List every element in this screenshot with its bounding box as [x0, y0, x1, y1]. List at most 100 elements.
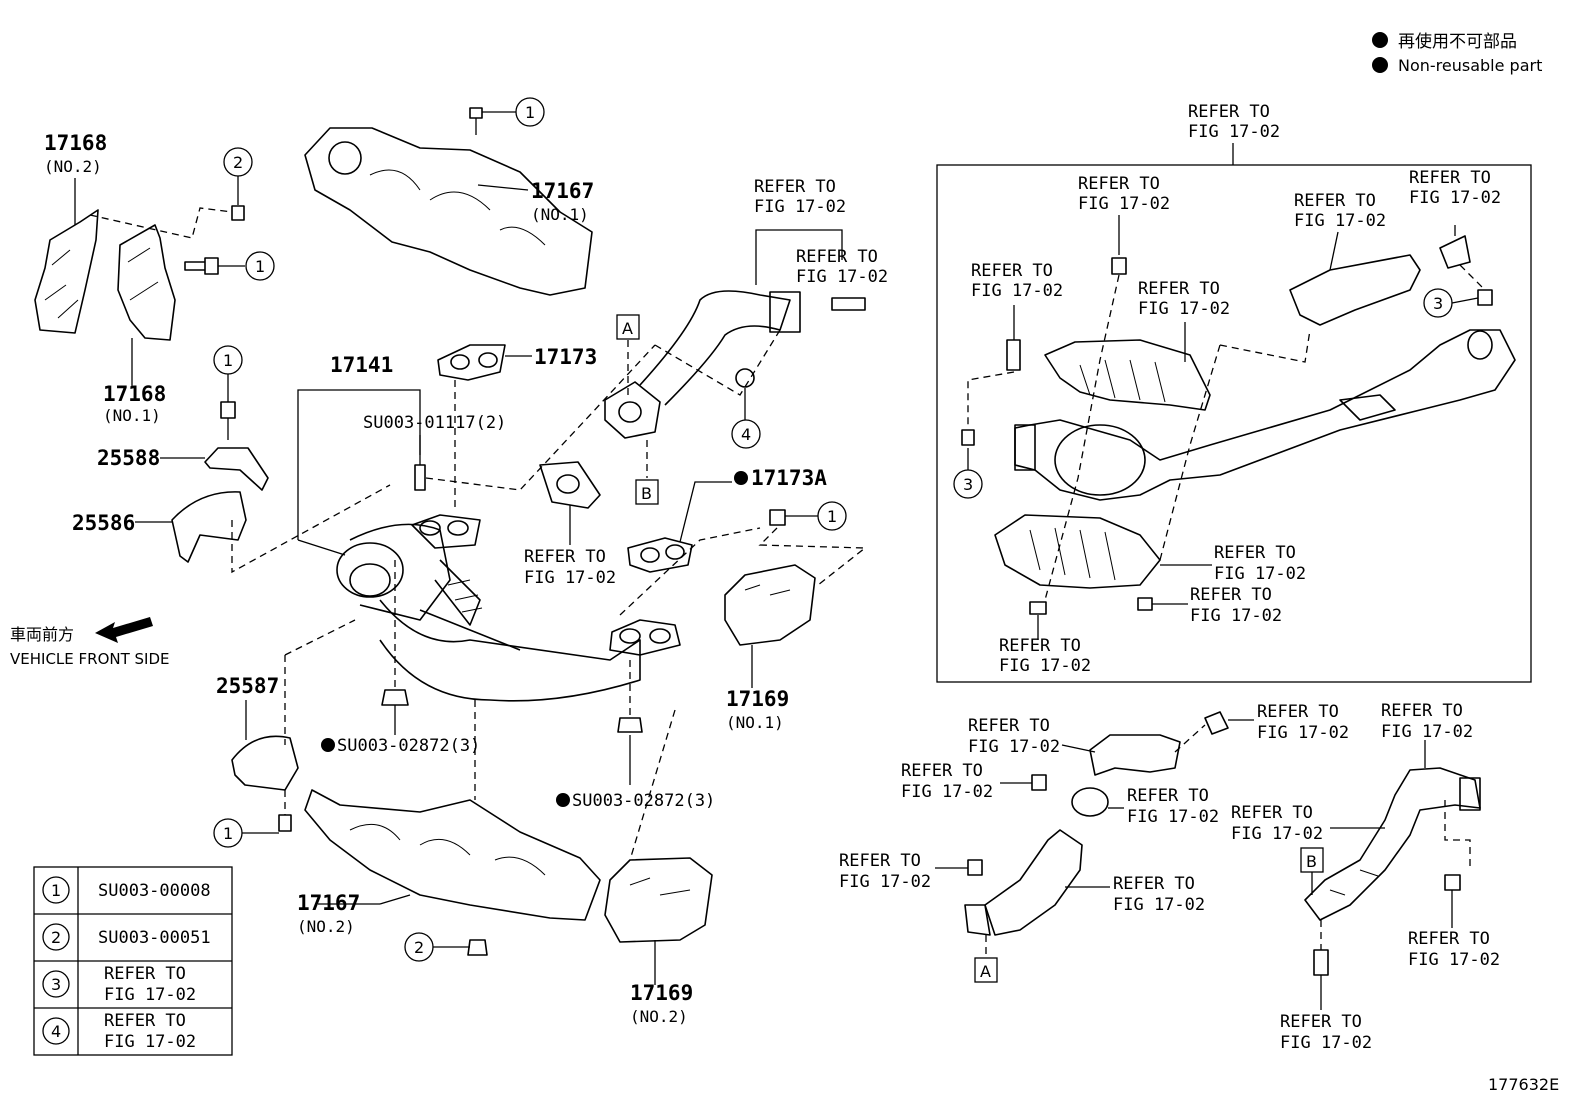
su003-01117-label: SU003-01117(2): [363, 413, 506, 433]
svg-text:FIG 17-02: FIG 17-02: [999, 656, 1091, 676]
svg-text:FIG 17-02: FIG 17-02: [1190, 606, 1282, 626]
svg-text:FIG 17-02: FIG 17-02: [968, 737, 1060, 757]
table-row: 3 REFER TO FIG 17-02: [42, 964, 196, 1005]
svg-text:A: A: [622, 319, 633, 338]
center-gasket: REFER TO FIG 17-02: [524, 461, 616, 588]
svg-text:REFER TO: REFER TO: [839, 851, 921, 871]
svg-text:REFER TO: REFER TO: [1257, 702, 1339, 722]
svg-text:REFER TO: REFER TO: [1190, 585, 1272, 605]
svg-text:FIG 17-02: FIG 17-02: [104, 1032, 196, 1052]
svg-text:1: 1: [223, 824, 233, 843]
box-a: [616, 314, 640, 340]
front-pipe-assembly-box: REFER TO FIG 17-02 3: [936, 102, 1532, 683]
svg-text:FIG 17-02: FIG 17-02: [1188, 122, 1280, 142]
su003-02872-label: SU003-02872(3): [572, 791, 715, 811]
svg-text:REFER TO: REFER TO: [754, 177, 836, 197]
svg-text:REFER TO: REFER TO: [104, 1011, 186, 1031]
part-17169-no1: 1 17169 (NO.1): [724, 501, 867, 732]
svg-text:FIG 17-02: FIG 17-02: [1113, 895, 1205, 915]
part-17167-no2: 17167 (NO.2) 2: [297, 789, 601, 962]
svg-text:1: 1: [223, 351, 233, 370]
svg-text:FIG 17-02: FIG 17-02: [1294, 211, 1386, 231]
part-17167-no1: 1 17167 (NO.1): [304, 97, 594, 296]
svg-text:3: 3: [51, 975, 61, 994]
non-reusable-dot-icon: [734, 471, 748, 485]
svg-text:REFER TO: REFER TO: [901, 761, 983, 781]
part-number: 17168: [44, 131, 107, 155]
vehicle-front-en: VEHICLE FRONT SIDE: [10, 650, 170, 668]
svg-text:SU003-00008: SU003-00008: [98, 881, 211, 901]
svg-text:FIG 17-02: FIG 17-02: [1127, 807, 1219, 827]
svg-text:REFER TO: REFER TO: [1138, 279, 1220, 299]
non-reusable-dot-icon: [321, 738, 335, 752]
svg-text:REFER TO: REFER TO: [1214, 543, 1296, 563]
svg-text:REFER TO: REFER TO: [968, 716, 1050, 736]
vehicle-front-jp: 車両前方: [10, 625, 74, 644]
svg-text:REFER TO: REFER TO: [524, 547, 606, 567]
svg-text:REFER TO: REFER TO: [1294, 191, 1376, 211]
svg-text:REFER TO: REFER TO: [796, 247, 878, 267]
non-reusable-dot-icon: [1372, 57, 1388, 73]
svg-text:REFER TO: REFER TO: [1188, 102, 1270, 122]
svg-text:FIG 17-02: FIG 17-02: [901, 782, 993, 802]
legend-en: Non-reusable part: [1398, 56, 1542, 75]
svg-text:3: 3: [963, 475, 973, 494]
svg-text:1: 1: [255, 257, 265, 276]
svg-text:REFER TO: REFER TO: [999, 636, 1081, 656]
part-number: 17169: [726, 687, 789, 711]
svg-text:4: 4: [741, 425, 751, 444]
su003-02872-left: SU003-02872(3): [321, 560, 480, 800]
svg-text:REFER TO: REFER TO: [1381, 701, 1463, 721]
box-b: [635, 479, 659, 505]
part-sub: (NO.1): [726, 713, 784, 732]
svg-text:A: A: [980, 962, 991, 981]
part-number: 17167: [297, 891, 360, 915]
svg-text:B: B: [641, 484, 652, 503]
svg-text:FIG 17-02: FIG 17-02: [839, 872, 931, 892]
part-17173: 17173: [437, 344, 597, 510]
svg-text:2: 2: [233, 153, 243, 172]
svg-text:4: 4: [51, 1022, 61, 1041]
front-arrow-icon: [95, 617, 153, 643]
svg-text:2: 2: [51, 928, 61, 947]
front-pipe: A B REFER TO FIG 17-02 REFER TO FIG 17-0…: [604, 177, 888, 505]
part-17168-no2: 17168 (NO.2): [34, 131, 107, 334]
part-sub: (NO.2): [44, 157, 102, 176]
svg-text:REFER TO: REFER TO: [1078, 174, 1160, 194]
svg-text:FIG 17-02: FIG 17-02: [1231, 824, 1323, 844]
part-number: 17141: [330, 353, 393, 377]
svg-text:FIG 17-02: FIG 17-02: [1214, 564, 1306, 584]
part-17173a: 17173A: [619, 466, 827, 616]
non-reusable-dot-icon: [1372, 32, 1388, 48]
lower-right-parts: REFER TO FIG 17-02 REFER TO FIG 17-02 RE…: [839, 701, 1500, 1053]
part-number: 17173: [534, 345, 597, 369]
svg-text:FIG 17-02: FIG 17-02: [524, 568, 616, 588]
su003-02872-label: SU003-02872(3): [337, 736, 480, 756]
svg-text:FIG 17-02: FIG 17-02: [1280, 1033, 1372, 1053]
part-sub: (NO.1): [103, 406, 161, 425]
part-number: 25588: [97, 446, 160, 470]
svg-text:1: 1: [827, 507, 837, 526]
table-row: 4 REFER TO FIG 17-02: [42, 1011, 196, 1052]
svg-text:FIG 17-02: FIG 17-02: [1078, 194, 1170, 214]
svg-text:FIG 17-02: FIG 17-02: [796, 267, 888, 287]
svg-text:REFER TO: REFER TO: [1408, 929, 1490, 949]
part-17168-no1: 17168 (NO.1) 2 1: [89, 147, 275, 425]
box-a: [974, 957, 998, 983]
svg-text:REFER TO: REFER TO: [1409, 168, 1491, 188]
part-number: 17173A: [751, 466, 827, 490]
svg-text:FIG 17-02: FIG 17-02: [1257, 723, 1349, 743]
part-number: 25587: [216, 674, 279, 698]
svg-text:FIG 17-02: FIG 17-02: [1138, 299, 1230, 319]
legend-jp: 再使用不可部品: [1398, 31, 1517, 52]
part-25587: 25587 1: [213, 619, 356, 848]
svg-text:FIG 17-02: FIG 17-02: [1409, 188, 1501, 208]
part-number: 17167: [531, 179, 594, 203]
part-25586: 25586: [72, 484, 391, 574]
svg-text:SU003-00051: SU003-00051: [98, 928, 211, 948]
part-number: 17169: [630, 981, 693, 1005]
svg-text:1: 1: [51, 881, 61, 900]
legend: 再使用不可部品 Non-reusable part: [1372, 31, 1542, 75]
svg-text:FIG 17-02: FIG 17-02: [1408, 950, 1500, 970]
